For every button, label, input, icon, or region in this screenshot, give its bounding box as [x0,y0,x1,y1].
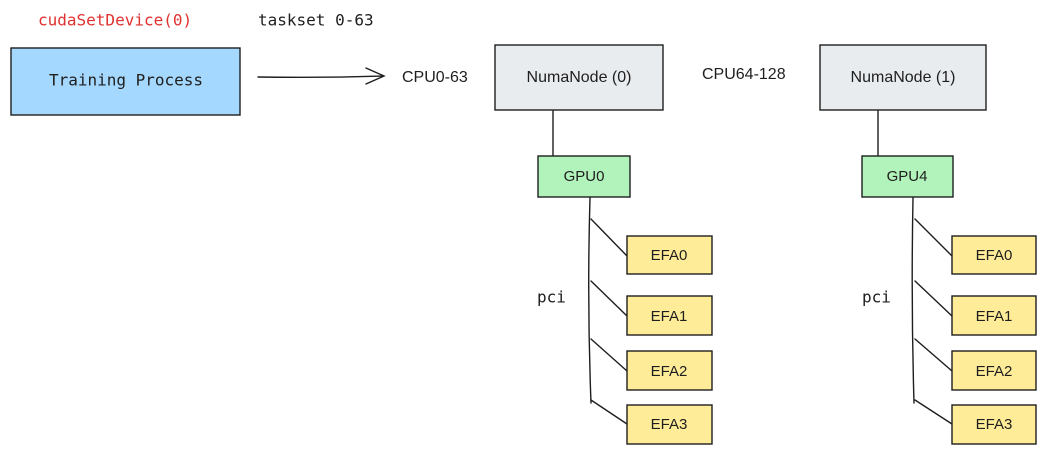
efa-label: EFA2 [976,363,1013,380]
pci-label-1: pci [862,288,891,307]
gpu-node-0: GPU0 [537,155,631,198]
efa-label: EFA2 [651,363,688,380]
pci-bus-1 [911,197,953,425]
taskset-label: taskset 0-63 [258,11,374,30]
numa-node-1: NumaNode (1) [819,44,987,111]
efa-node: EFA3 [951,404,1037,445]
efa-node: EFA2 [951,350,1037,391]
efa-node: EFA0 [951,235,1037,275]
numa-node-1-label: NumaNode (1) [851,69,956,86]
pci-label-0: pci [537,288,566,307]
efa-label: EFA3 [651,416,688,433]
training-process-label: Training Process [49,71,203,90]
gpu-node-4: GPU4 [861,155,954,198]
gpu-4-label: GPU4 [887,168,928,185]
efa-label: EFA0 [976,247,1013,264]
cpu-range-label-1: CPU64-128 [702,66,786,83]
efa-label: EFA1 [651,308,688,325]
efa-node: EFA3 [626,404,713,445]
efa-node: EFA1 [951,295,1037,336]
efa-label: EFA1 [976,308,1013,325]
cpu-range-label-0: CPU0-63 [402,69,468,86]
process-to-cpu-arrow [257,67,386,85]
numa-node-0: NumaNode (0) [494,44,664,111]
efa-node: EFA1 [626,295,713,336]
efa-node: EFA2 [626,350,713,391]
gpu-0-label: GPU0 [564,168,605,185]
pci-bus-0 [588,197,628,425]
efa-label: EFA0 [651,247,688,264]
training-process-node: Training Process [10,47,241,116]
efa-label: EFA3 [976,416,1013,433]
numa-node-0-label: NumaNode (0) [527,69,632,86]
efa-node: EFA0 [626,235,713,275]
cuda-set-device-label: cudaSetDevice(0) [38,11,192,30]
